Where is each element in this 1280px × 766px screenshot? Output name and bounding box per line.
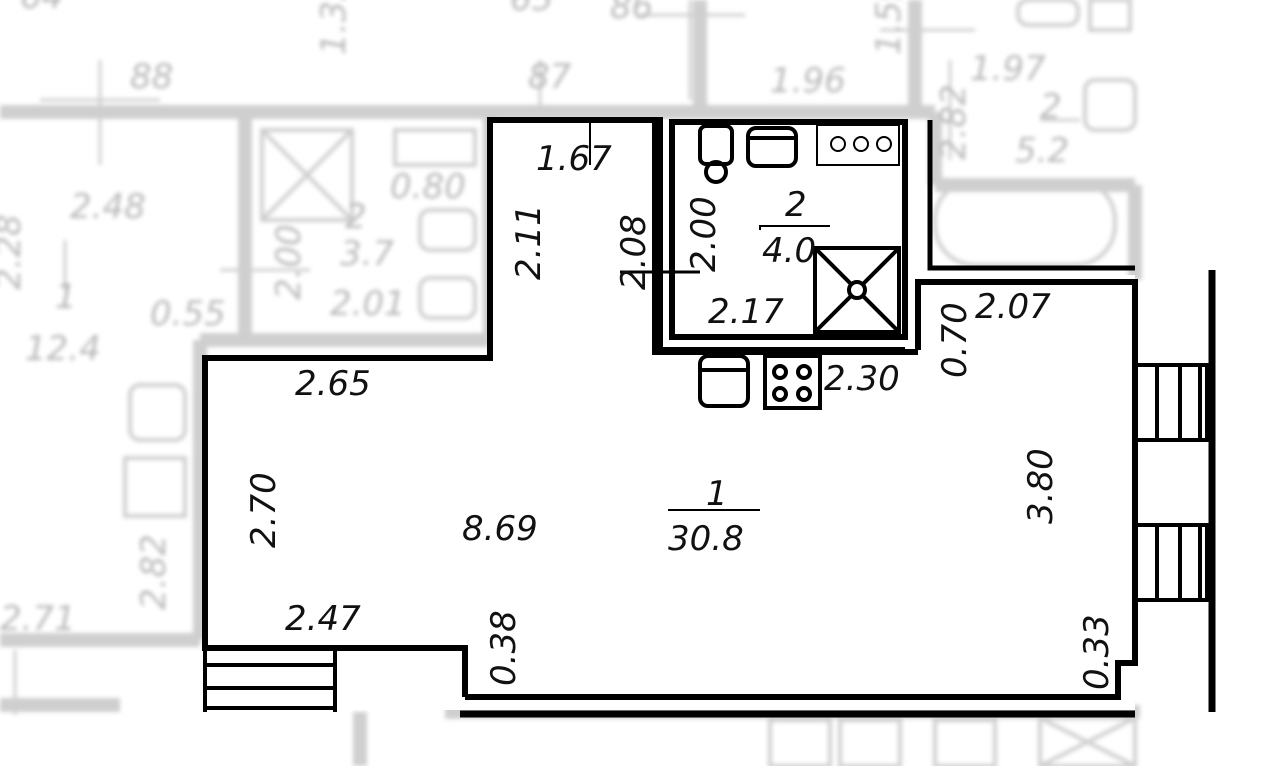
neighbor-label-10: 3.7: [340, 234, 394, 274]
neighbor-label-13: 1: [55, 277, 77, 317]
window-right: [1133, 363, 1209, 602]
neighbor-label-5: 1.59: [869, 0, 909, 55]
neighbor-label-20: 5.2: [1015, 131, 1069, 171]
dimension-label: 2.11: [509, 204, 549, 280]
toilet-icon: [698, 124, 734, 184]
neighbor-label-18: 2.71: [0, 599, 76, 639]
neighbor-label-7: 2.48: [70, 187, 146, 227]
dimension-ticks: [589, 122, 830, 511]
dimension-label: 3.80: [1021, 448, 1061, 524]
dimension-label: 1.67: [536, 139, 612, 179]
neighbor-label-2: 87: [528, 57, 572, 97]
dimension-label: 2.00: [684, 196, 724, 272]
neighbor-label-19: 2: [1040, 87, 1062, 127]
neighbor-label-9: 2.00: [269, 224, 309, 300]
window-bottom-left: [203, 648, 337, 712]
dimension-label: 0.70: [935, 302, 975, 378]
neighbor-label-8: 0.80: [390, 167, 466, 207]
dimension-label: 2.70: [244, 472, 284, 548]
sink-icon: [746, 126, 798, 168]
neighbor-label-3: 1.96: [770, 61, 846, 101]
dimension-label: 2.65: [295, 364, 371, 404]
room-number-main: 1: [706, 474, 728, 514]
shower-icon: [813, 246, 901, 334]
neighbor-label-16: 2.82: [934, 84, 974, 160]
dimension-label: 2.47: [285, 599, 361, 639]
dimension-label: 0.38: [484, 610, 524, 686]
dimension-label: 2.08: [614, 214, 654, 290]
dimension-label: 0.33: [1077, 614, 1117, 690]
neighbor-apartments: 88 87 1.96 1.97 1.59 1.35 2.48 0.80 2.00…: [0, 0, 1142, 766]
neighbor-label-21: 2: [345, 197, 367, 237]
neighbor-label-14: 12.4: [25, 329, 101, 369]
dimension-label: 2.30: [824, 359, 900, 399]
room-area-bathroom: 4.0: [762, 231, 816, 271]
stove-icon: [763, 354, 822, 410]
room-area-main: 30.8: [668, 519, 744, 559]
neighbor-label-4: 1.97: [970, 49, 1046, 89]
neighbor-label-17: 2.82: [134, 534, 174, 610]
neighbor-label-15: 2.28: [0, 214, 29, 290]
neighbor-label-11: 2.01: [330, 284, 406, 324]
neighbor-label-1: 88: [130, 57, 173, 97]
neighbor-label-23: 65: [510, 0, 553, 19]
room-number-bathroom: 2: [785, 185, 807, 225]
kitchen-sink-icon: [698, 354, 750, 408]
neighbor-label-6: 1.35: [314, 0, 354, 55]
dimension-label: 2.07: [975, 287, 1051, 327]
dimension-label: 2.17: [708, 292, 784, 332]
neighbor-label-22: 86: [610, 0, 653, 27]
dimension-label: 8.69: [462, 509, 538, 549]
neighbor-label-24: 64: [20, 0, 63, 17]
washer-icon: [816, 124, 900, 166]
neighbor-label-12: 0.55: [150, 294, 226, 334]
